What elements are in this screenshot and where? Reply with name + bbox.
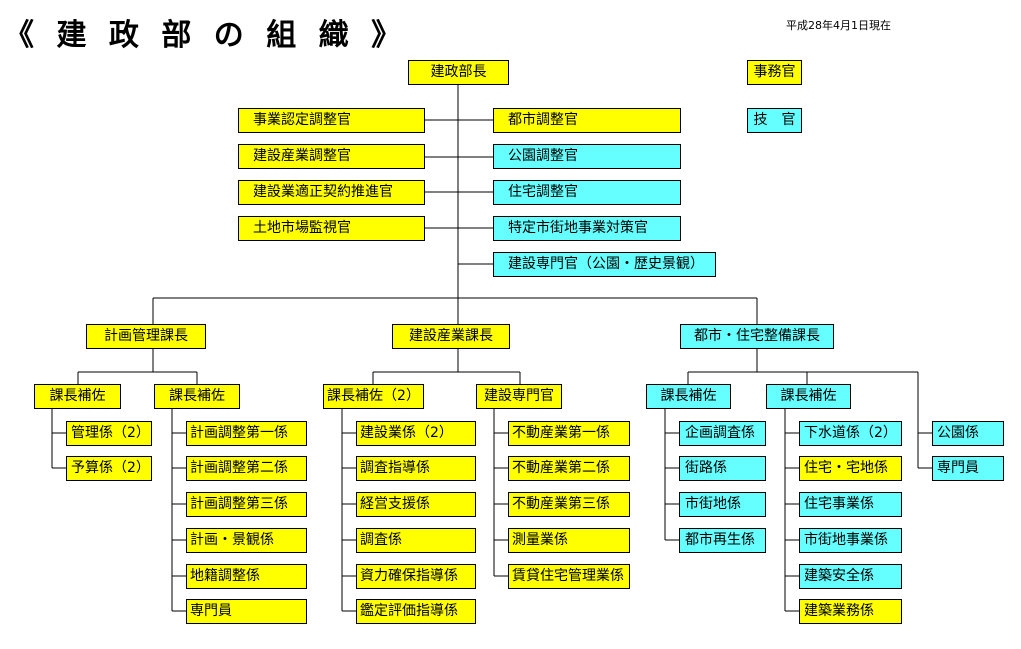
staff-box: 事業認定調整官	[238, 108, 425, 133]
section-box: 不動産業第三係	[508, 492, 630, 517]
section-box: 専門員	[932, 456, 1004, 481]
section-box: 都市再生係	[679, 528, 766, 553]
staff-box: 建設専門官（公園・歴史景観）	[493, 252, 716, 277]
section-box: 公園係	[932, 421, 1004, 446]
deputy-box: 課長補佐（2）	[323, 384, 424, 409]
section-box: 鑑定評価指導係	[356, 599, 476, 624]
section-box: 賃貸住宅管理業係	[508, 564, 630, 589]
section-box: 資力確保指導係	[356, 564, 476, 589]
section-box: 管理係（2）	[66, 421, 152, 446]
staff-box: 公園調整官	[493, 144, 681, 169]
section-box: 不動産業第二係	[508, 456, 630, 481]
section-box: 専門員	[186, 599, 307, 624]
staff-box: 土地市場監視官	[238, 216, 425, 241]
admin-officer-box: 事務官	[747, 60, 802, 85]
staff-box: 都市調整官	[493, 108, 681, 133]
section-box: 建築業務係	[799, 599, 902, 624]
specialist-box: 建設専門官	[476, 384, 562, 409]
section-box: 測量業係	[508, 528, 630, 553]
staff-box: 建設産業調整官	[238, 144, 425, 169]
section-box: 調査指導係	[356, 456, 476, 481]
staff-box: 建設業適正契約推進官	[238, 180, 425, 205]
division-head-planning: 計画管理課長	[86, 324, 206, 349]
division-head-construction: 建設産業課長	[392, 324, 510, 349]
section-box: 建設業係（2）	[356, 421, 476, 446]
section-box: 不動産業第一係	[508, 421, 630, 446]
section-box: 調査係	[356, 528, 476, 553]
deputy-box: 課長補佐	[154, 384, 240, 409]
tech-officer-box: 技 官	[747, 108, 802, 133]
section-box: 予算係（2）	[66, 456, 152, 481]
section-box: 住宅事業係	[799, 492, 902, 517]
section-box: 市街地事業係	[799, 528, 902, 553]
as-of-date: 平成28年4月1日現在	[786, 19, 891, 32]
division-head-urban: 都市・住宅整備課長	[680, 324, 834, 349]
section-box: 計画・景観係	[186, 528, 307, 553]
staff-box: 住宅調整官	[493, 180, 681, 205]
deputy-box: 課長補佐	[34, 384, 121, 409]
section-box: 市街地係	[679, 492, 766, 517]
director-box: 建政部長	[408, 60, 509, 85]
section-box: 計画調整第三係	[186, 492, 307, 517]
section-box: 地籍調整係	[186, 564, 307, 589]
page-title: 《 建 政 部 の 組 織 》	[4, 18, 408, 53]
staff-box: 特定市街地事業対策官	[493, 216, 681, 241]
section-box: 住宅・宅地係	[799, 456, 902, 481]
section-box: 経営支援係	[356, 492, 476, 517]
deputy-box: 課長補佐	[766, 384, 851, 409]
section-box: 計画調整第二係	[186, 456, 307, 481]
section-box: 企画調査係	[679, 421, 766, 446]
section-box: 街路係	[679, 456, 766, 481]
section-box: 建築安全係	[799, 564, 902, 589]
deputy-box: 課長補佐	[646, 384, 731, 409]
section-box: 下水道係（2）	[799, 421, 902, 446]
section-box: 計画調整第一係	[186, 421, 307, 446]
